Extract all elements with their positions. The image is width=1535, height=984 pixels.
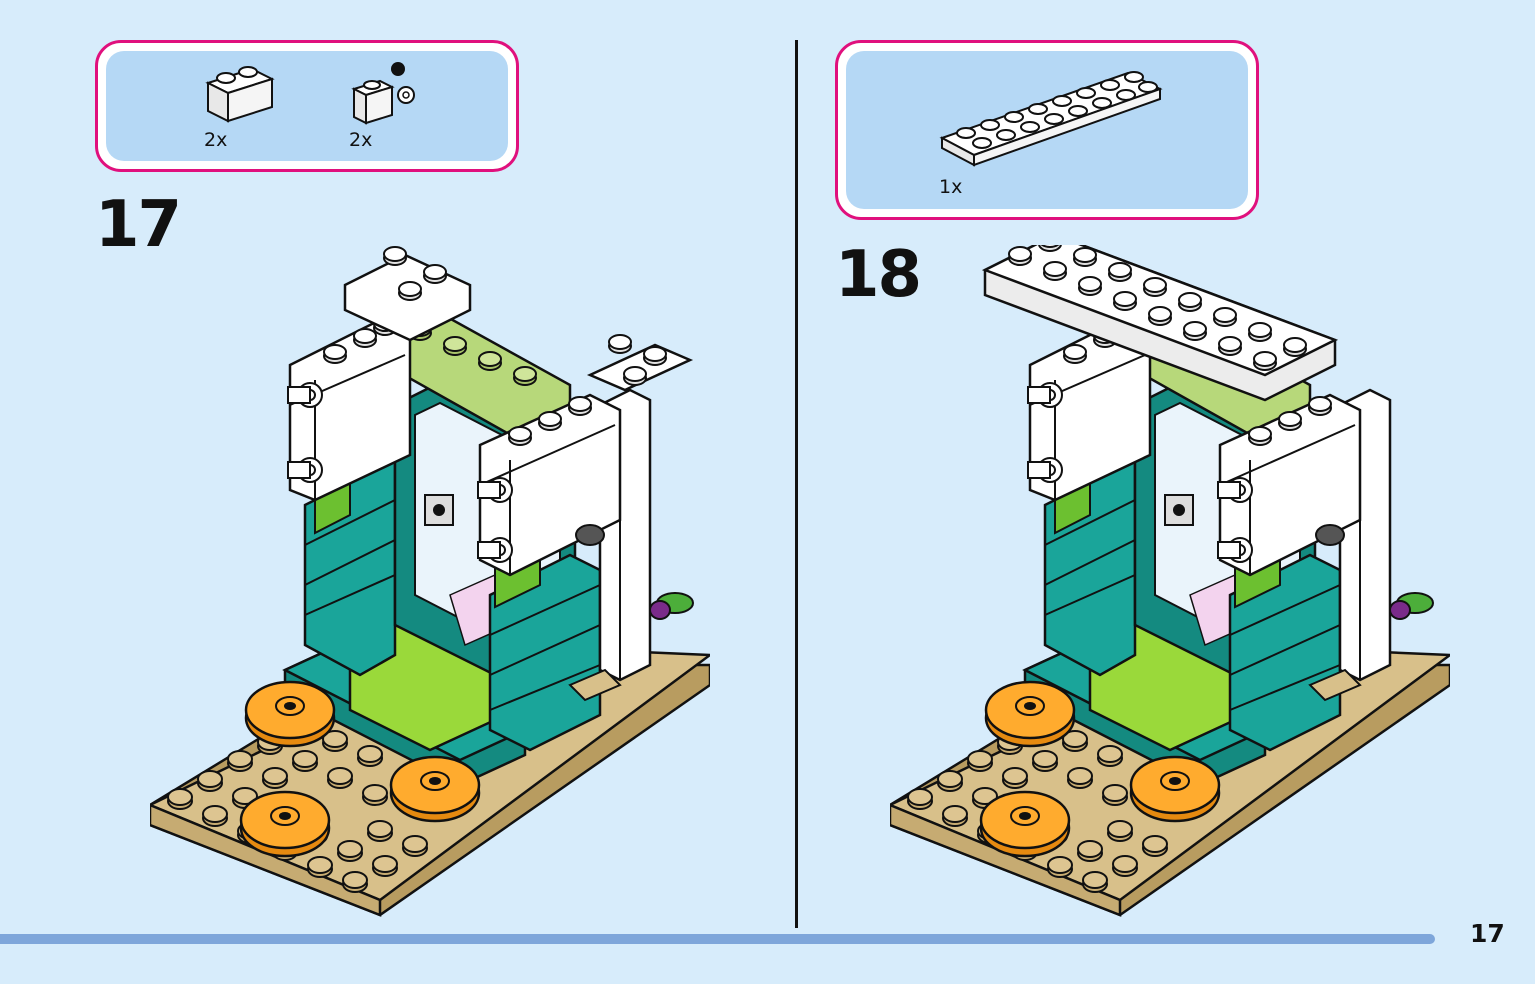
step-divider (795, 40, 798, 928)
step-number: 18 (835, 238, 922, 312)
part-qty: 2x (349, 129, 373, 151)
step-18-panel: 1x 18 (768, 0, 1535, 930)
white-brick-1x2-icon (205, 66, 275, 123)
parts-callout-box: 1x (835, 40, 1259, 220)
white-plate-2x8-icon (939, 71, 1163, 167)
white-brick-clip-icon (351, 62, 415, 125)
parts-callout-inner: 1x (846, 51, 1248, 209)
build-model-illustration (150, 246, 710, 925)
part-qty: 1x (939, 176, 963, 198)
step-17-panel: 2x 2x 17 (0, 0, 767, 930)
footer-progress-bar (0, 934, 1435, 944)
build-model-illustration (890, 245, 1450, 925)
part-qty: 2x (204, 129, 228, 151)
parts-callout-box: 2x 2x (95, 40, 519, 172)
step-number: 17 (95, 188, 182, 262)
page-number: 17 (1470, 919, 1505, 948)
parts-callout-inner: 2x 2x (106, 51, 508, 161)
